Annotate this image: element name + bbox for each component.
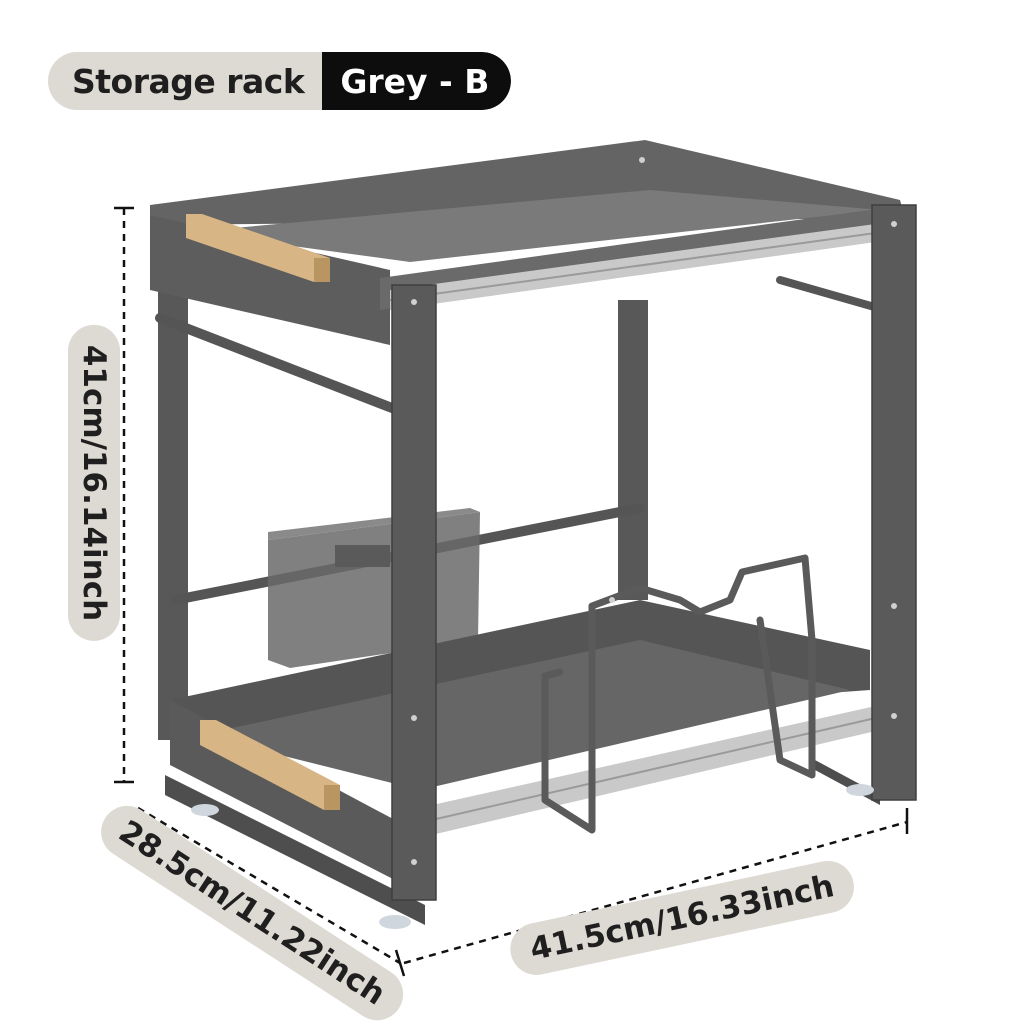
upper-back-rail [776,276,889,314]
base-bar-right [815,760,880,805]
lower-drawer-slide [410,705,880,840]
bottom-wood-handle [200,720,340,810]
screw-details [411,157,897,865]
front-post-left [392,285,436,900]
product-title: Storage rack [48,52,323,110]
depth-dimension-line [137,806,406,977]
upper-side-rail [155,313,397,413]
lid-rack [541,554,816,834]
top-tray-front-left [150,215,390,345]
variant-label: Grey - B [322,52,512,110]
base-bar-left [165,775,425,925]
rack-feet [191,784,874,929]
front-post-right [872,205,916,800]
top-wood-handle [186,214,330,282]
height-dimension-label: 41cm/16.14inch [68,324,120,642]
title-badge: Storage rack Grey - B [48,52,512,110]
height-dimension-line [114,206,134,784]
lower-tray-floor [200,640,850,790]
width-dimension-line [403,808,909,965]
back-post-left [158,290,188,740]
top-tray-floor [190,190,880,262]
back-post-right [618,300,648,600]
